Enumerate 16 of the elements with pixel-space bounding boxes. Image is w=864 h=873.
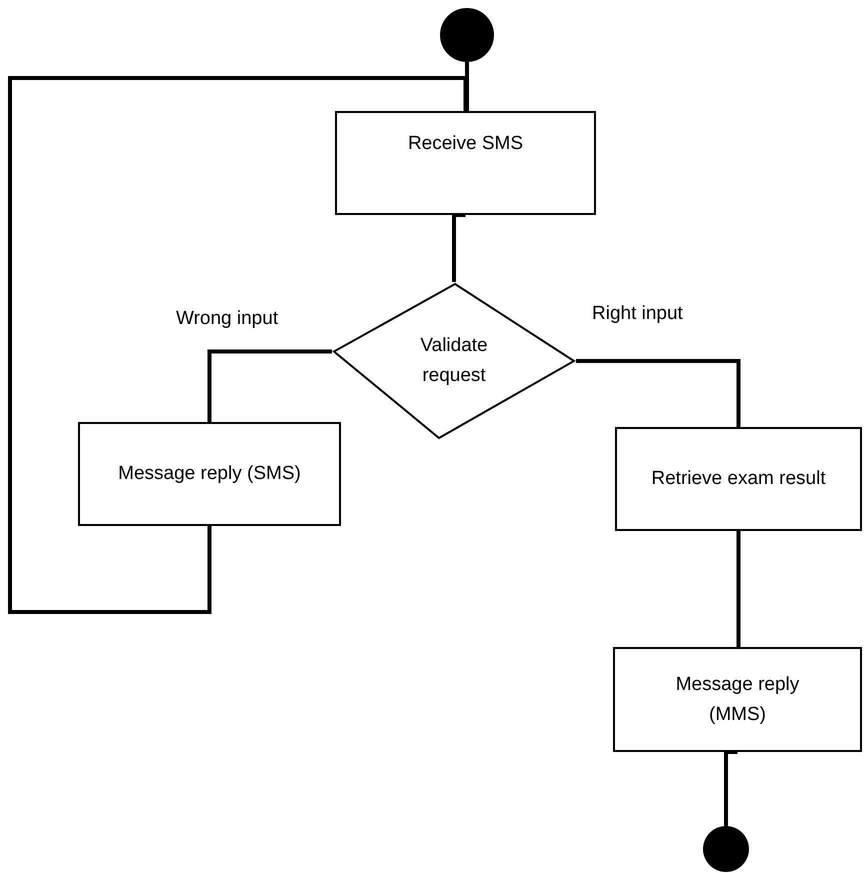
process-box [615,427,862,531]
process-text: Message reply (SMS) [117,462,302,486]
process-text: Receive SMS [406,132,524,156]
connector-line [576,359,740,427]
process-text: Retrieve exam result [650,467,827,491]
process-box [335,111,596,215]
decision-text: Validate request [419,334,489,388]
connector-line [736,531,740,647]
connector-line [452,213,466,282]
connector-line [208,350,332,422]
connector-line [8,76,468,614]
connector-line [465,62,469,111]
process-text: Message reply (MMS) [674,672,800,726]
process-box [78,422,341,526]
connector-line [724,750,738,826]
process-box [613,647,862,752]
